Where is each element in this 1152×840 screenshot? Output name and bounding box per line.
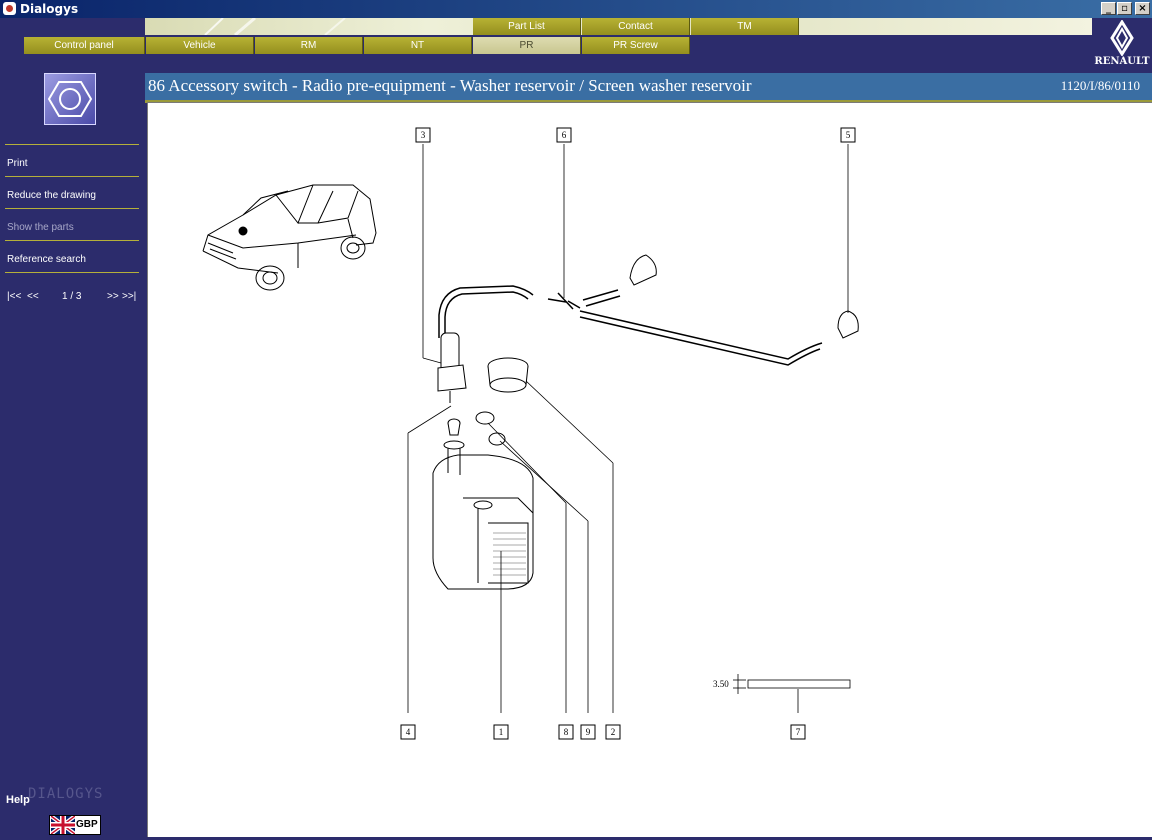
tab-label: TM <box>737 21 752 32</box>
callout-1[interactable]: 1 <box>499 727 504 737</box>
callout-7[interactable]: 7 <box>796 727 801 737</box>
parts-drawing[interactable]: 3.50 3 6 5 4 1 8 9 2 7 <box>147 102 1152 837</box>
callout-3[interactable]: 3 <box>421 130 426 140</box>
tab-label: Vehicle <box>183 40 216 51</box>
sidebar-separator <box>5 208 139 209</box>
header-band-decoration <box>204 18 346 35</box>
washer-hose-icon <box>438 285 823 366</box>
tab-label: Contact <box>618 21 653 32</box>
tab-pr-screw[interactable]: PR Screw <box>582 37 690 54</box>
sidebar-separator <box>5 240 139 241</box>
callout-2[interactable]: 2 <box>611 727 616 737</box>
tab-label: NT <box>410 40 425 51</box>
car-silhouette-icon <box>202 184 377 291</box>
maximize-button[interactable]: ▫ <box>1117 2 1132 15</box>
washer-pump-icon <box>437 332 467 403</box>
tab-part-list[interactable]: Part List <box>473 18 581 35</box>
tab-label: RM <box>300 40 317 51</box>
window-title: Dialogys <box>20 2 79 16</box>
washer-jet-icon <box>629 254 859 339</box>
sidebar-separator <box>5 176 139 177</box>
reference-code: 1120/I/86/0110 <box>1060 78 1140 93</box>
callout-4[interactable]: 4 <box>406 727 411 737</box>
reduce-drawing-button[interactable]: Reduce the drawing <box>7 190 96 201</box>
reservoir-cap-icon <box>487 357 529 393</box>
renault-logo: RENAULT <box>1094 19 1150 70</box>
sidebar-separator <box>5 144 139 145</box>
tab-label: PR <box>519 40 534 51</box>
minimize-button[interactable]: _ <box>1101 2 1116 15</box>
currency-code: GBP <box>76 819 98 830</box>
callout-6[interactable]: 6 <box>562 130 567 140</box>
tab-vehicle[interactable]: Vehicle <box>146 37 254 54</box>
reservoir-hatching <box>493 532 526 576</box>
currency-selector[interactable]: GBP <box>49 815 101 835</box>
leader-lines <box>407 144 849 713</box>
tab-rm[interactable]: RM <box>255 37 363 54</box>
callout-8[interactable]: 8 <box>564 727 569 737</box>
tab-nt[interactable]: NT <box>364 37 472 54</box>
pager-next-button[interactable]: >> <box>107 291 119 302</box>
renault-diamond-icon <box>1110 19 1134 57</box>
tab-pr[interactable]: PR <box>473 37 581 54</box>
page-title: 86 Accessory switch - Radio pre-equipmen… <box>148 76 752 95</box>
pager-last-button[interactable]: >>| <box>122 291 137 302</box>
uk-flag-icon <box>51 816 75 834</box>
tab-tm[interactable]: TM <box>691 18 799 35</box>
tab-control-panel[interactable]: Control panel <box>24 37 145 54</box>
tab-label: Control panel <box>54 40 114 51</box>
hex-bolt-icon <box>44 73 96 125</box>
dimension-bar <box>733 674 851 694</box>
tab-label: PR Screw <box>613 40 658 51</box>
callout-5[interactable]: 5 <box>846 130 851 140</box>
washer-reservoir-icon <box>432 440 534 590</box>
page-banner: 86 Accessory switch - Radio pre-equipmen… <box>145 73 1152 103</box>
app-body: Part List Contact TM Control panel Vehic… <box>0 18 1152 840</box>
print-button[interactable]: Print <box>7 158 28 169</box>
tab-label: Part List <box>508 21 545 32</box>
exploded-view-diagram: 3.50 3 6 5 4 1 8 9 2 7 <box>202 127 859 740</box>
reference-search-button[interactable]: Reference search <box>7 254 86 265</box>
help-link[interactable]: Help <box>6 794 30 806</box>
grommet-icon <box>447 411 506 446</box>
pager-position: 1 / 3 <box>62 291 82 302</box>
sidebar: Print Reduce the drawing Show the parts … <box>0 73 145 840</box>
app-icon <box>3 2 16 15</box>
dimension-label: 3.50 <box>713 679 729 689</box>
brand-name: RENAULT <box>1094 56 1150 67</box>
dialogys-watermark: DIALOGYS <box>28 786 104 802</box>
callout-boxes <box>400 127 856 740</box>
pager-first-button[interactable]: |<< <box>7 291 22 302</box>
pager-prev-button[interactable]: << <box>27 291 39 302</box>
sidebar-separator <box>5 272 139 273</box>
tab-contact[interactable]: Contact <box>582 18 690 35</box>
show-parts-button: Show the parts <box>7 222 74 233</box>
window-titlebar: Dialogys _ ▫ × <box>0 0 1152 18</box>
close-button[interactable]: × <box>1135 2 1150 15</box>
callout-9[interactable]: 9 <box>586 727 591 737</box>
